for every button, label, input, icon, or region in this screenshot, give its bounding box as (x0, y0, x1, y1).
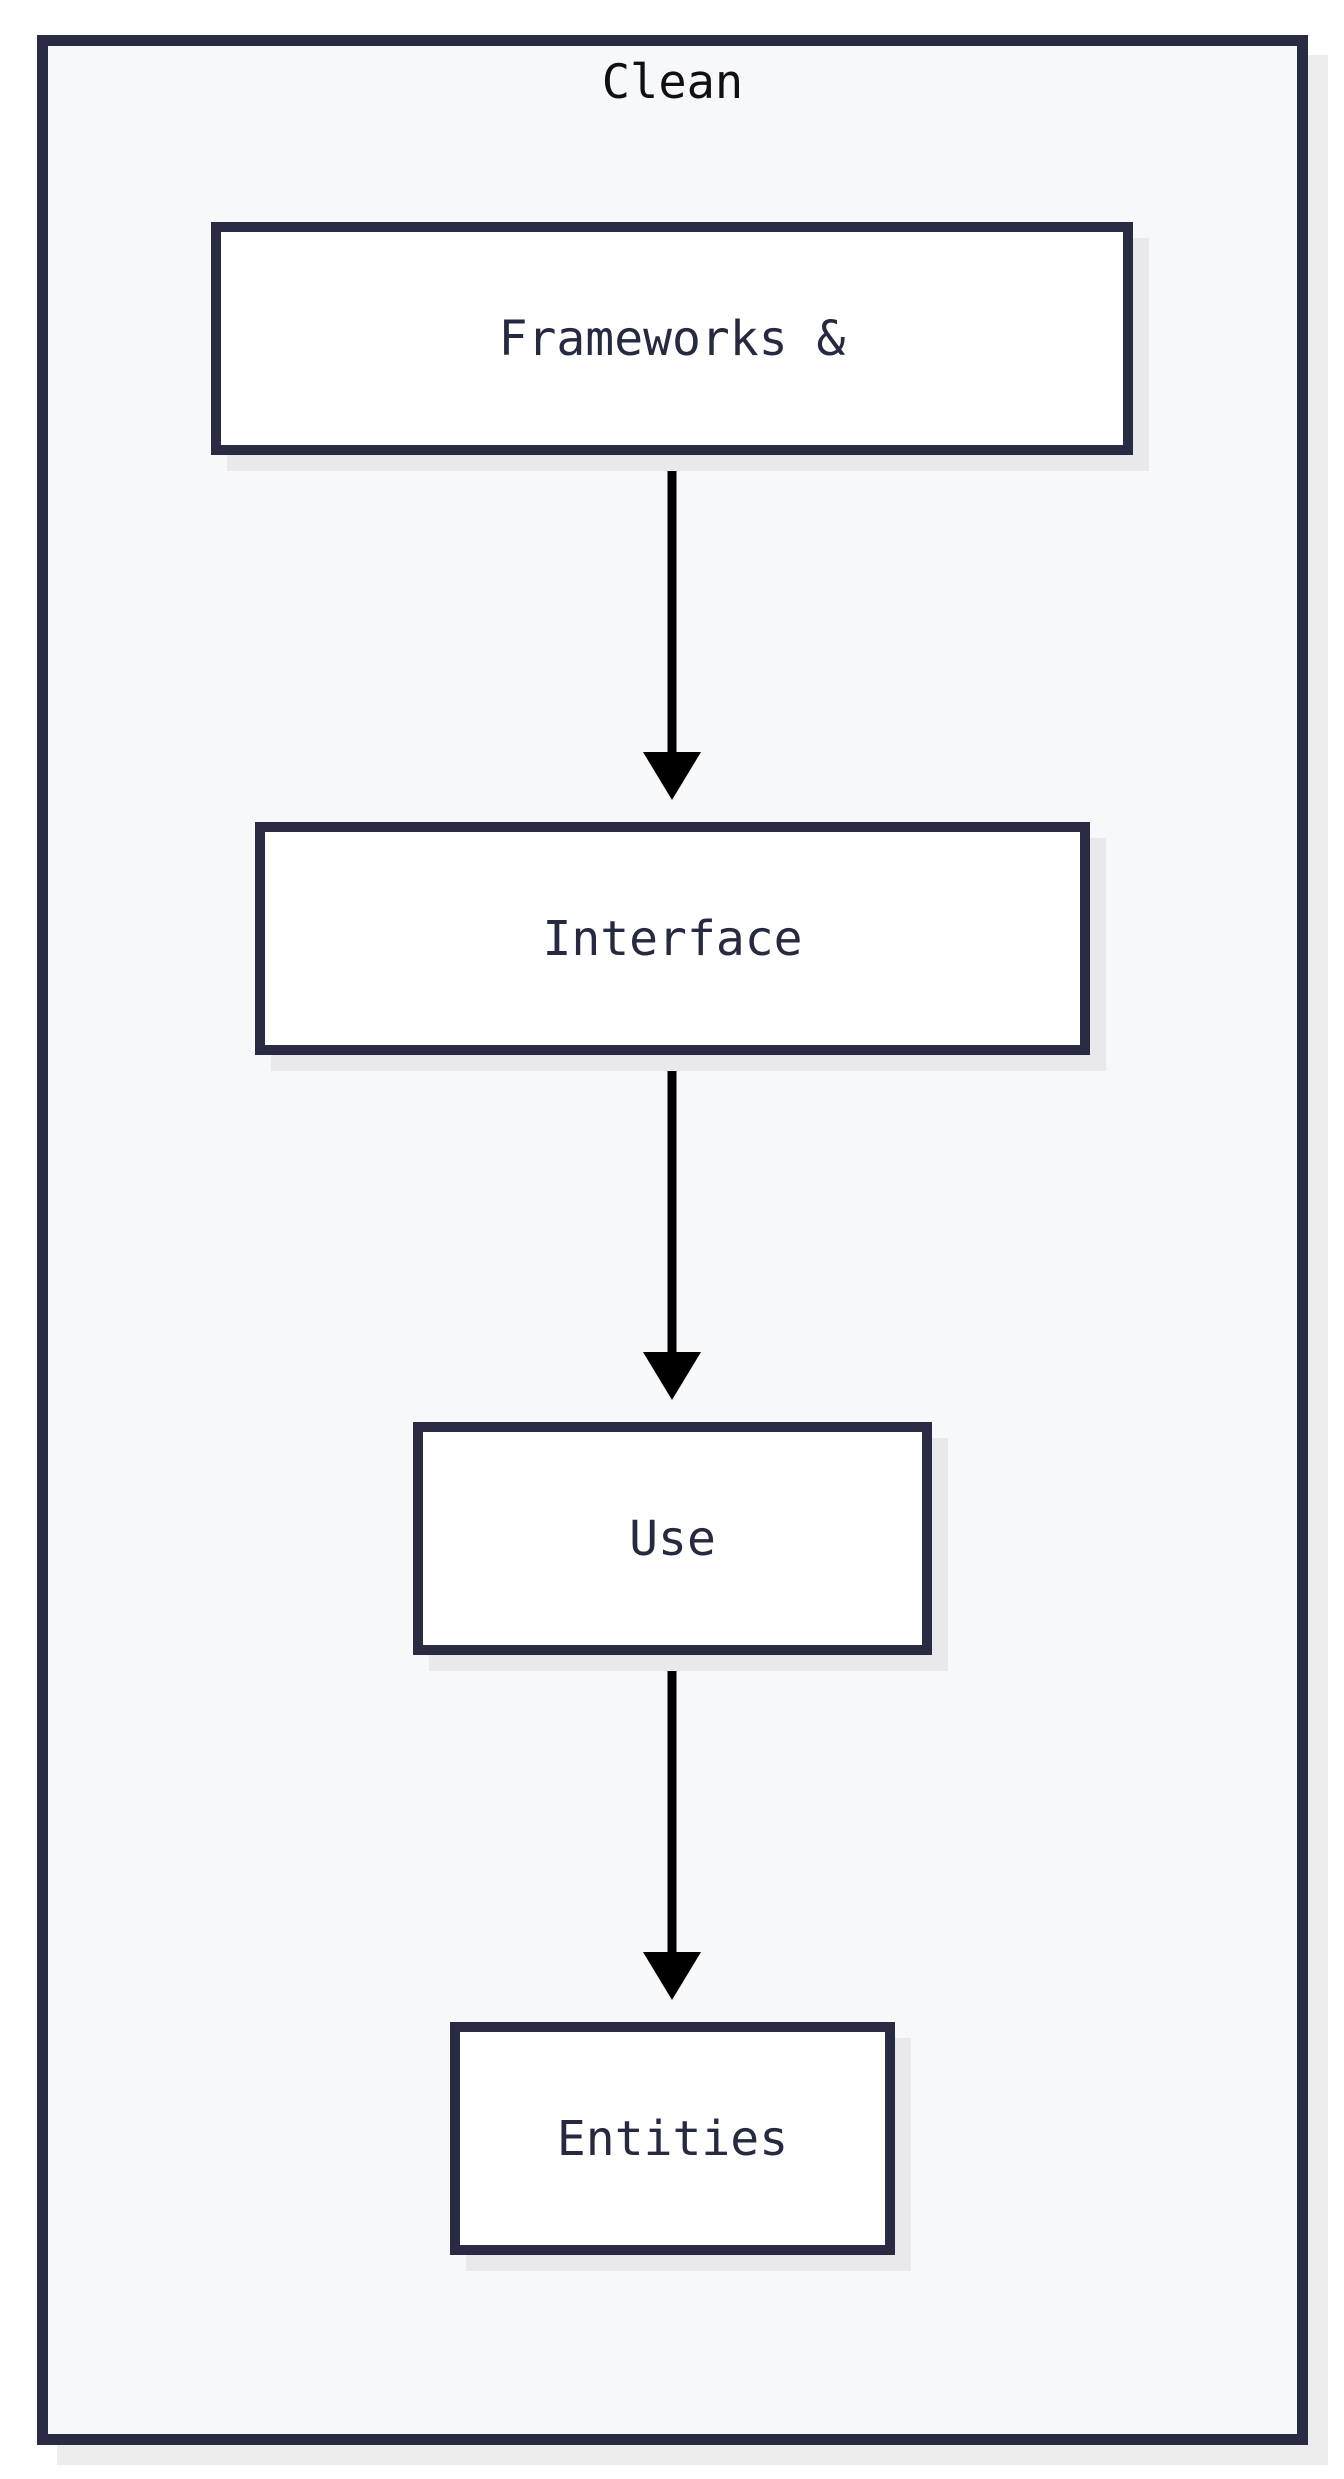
node-label-frameworks: Frameworks & (498, 310, 846, 367)
node-frameworks[interactable]: Frameworks & (211, 222, 1133, 455)
node-label-interface: Interface (542, 910, 803, 967)
node-interface[interactable]: Interface (255, 822, 1090, 1055)
node-label-use: Use (629, 1510, 716, 1567)
node-label-entities: Entities (556, 2110, 789, 2167)
node-entities[interactable]: Entities (450, 2022, 895, 2255)
cluster-title: Clean (601, 55, 744, 110)
node-use[interactable]: Use (413, 1422, 932, 1655)
